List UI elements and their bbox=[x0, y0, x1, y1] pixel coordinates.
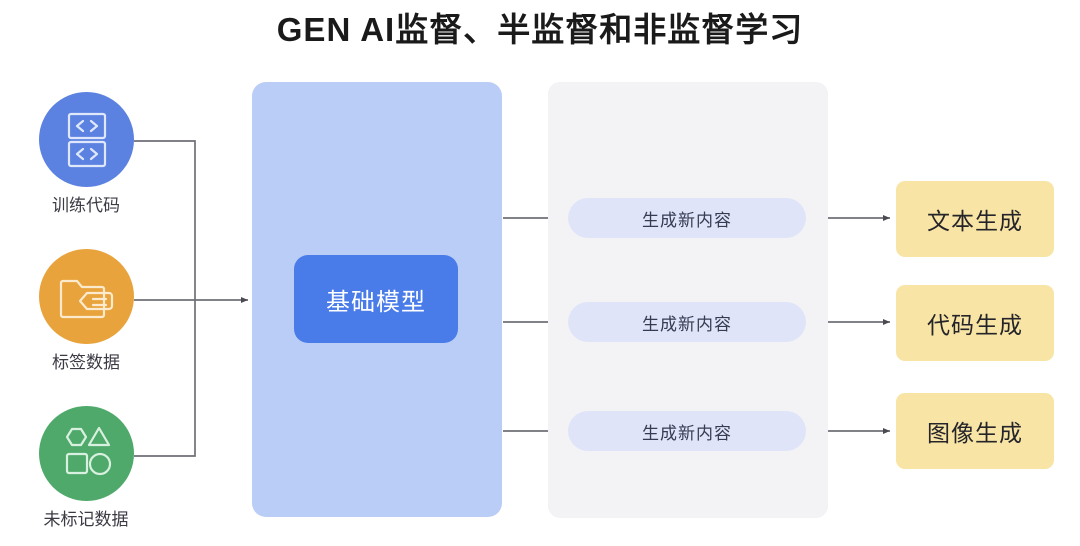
generation-pill-label-1: 生成新内容 bbox=[642, 210, 732, 230]
output-label-image-generation: 图像生成 bbox=[927, 420, 1023, 446]
labeled-folder-icon bbox=[59, 279, 113, 319]
source-node-training-code[interactable]: 训练代码 bbox=[14, 92, 158, 217]
foundation-model-label: 基础模型 bbox=[326, 288, 426, 316]
generation-pill-1[interactable]: 生成新内容 bbox=[568, 198, 806, 238]
output-box-text-generation[interactable]: 文本生成 bbox=[896, 181, 1054, 257]
output-label-code-generation: 代码生成 bbox=[927, 312, 1023, 338]
source-circle-training-code bbox=[38, 92, 134, 187]
source-node-labeled-data[interactable]: 标签数据 bbox=[14, 249, 158, 374]
generation-pill-label-2: 生成新内容 bbox=[642, 314, 732, 334]
source-label-labeled-data: 标签数据 bbox=[52, 353, 120, 372]
generation-pill-2[interactable]: 生成新内容 bbox=[568, 302, 806, 342]
mixed-shapes-icon bbox=[65, 426, 111, 476]
page-title: GEN AI监督、半监督和非监督学习 bbox=[276, 11, 804, 48]
source-circle-unlabeled-data bbox=[38, 406, 134, 501]
output-box-image-generation[interactable]: 图像生成 bbox=[896, 393, 1054, 469]
generation-pill-label-3: 生成新内容 bbox=[642, 423, 732, 443]
wire-unlabeled-data bbox=[134, 300, 196, 457]
code-brackets-icon bbox=[67, 112, 106, 168]
foundation-model-box[interactable]: 基础模型 bbox=[294, 255, 458, 343]
wire-training-code bbox=[134, 140, 196, 300]
generation-panel bbox=[548, 82, 828, 518]
generation-pill-3[interactable]: 生成新内容 bbox=[568, 411, 806, 451]
source-circle-labeled-data bbox=[38, 249, 134, 344]
source-node-unlabeled-data[interactable]: 未标记数据 bbox=[14, 406, 158, 531]
output-label-text-generation: 文本生成 bbox=[927, 208, 1023, 234]
output-box-code-generation[interactable]: 代码生成 bbox=[896, 285, 1054, 361]
source-label-training-code: 训练代码 bbox=[52, 196, 120, 215]
source-label-unlabeled-data: 未标记数据 bbox=[43, 510, 129, 529]
